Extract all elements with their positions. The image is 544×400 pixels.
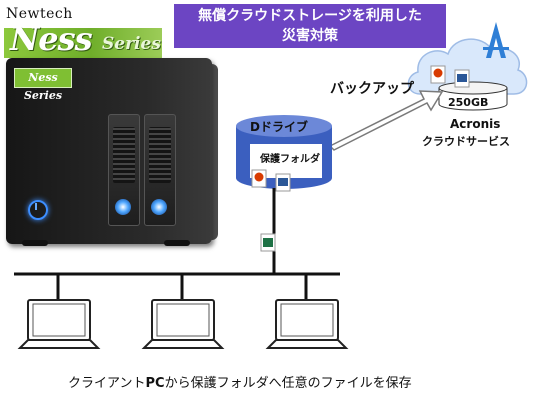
nas-badge: Ness Series: [14, 68, 72, 102]
cloud-powerpoint-file-icon: [430, 65, 446, 84]
title-line-2: 災害対策: [282, 28, 338, 44]
client-laptop-3: [265, 299, 349, 349]
nas-foot: [164, 240, 190, 246]
cloud-capacity-label: 250GB: [448, 96, 489, 109]
nas-front-panel: Ness Series: [6, 58, 212, 244]
acronis-logo-icon: [483, 22, 509, 58]
caption-rest: から保護フォルダへ任意のファイルを保存: [164, 376, 412, 391]
backup-label: バックアップ: [330, 81, 414, 97]
caption-pc: PC: [145, 376, 165, 391]
cloud-service-label: クラウドサービス: [422, 135, 510, 148]
newtech-ness-series-logo: Newtech Ness Series: [4, 6, 164, 58]
title-line-1: 無償クラウドストレージを利用した: [198, 8, 422, 24]
cloud-word-file-icon: [454, 69, 470, 88]
nas-foot: [22, 240, 48, 246]
logo-newtech-text: Newtech: [6, 6, 73, 22]
drive-bay-grill: [113, 127, 135, 183]
drive-bay-led: [151, 199, 167, 215]
caption-prefix: クライアント: [68, 376, 146, 391]
logo-green-band: [4, 28, 162, 58]
nas-device: Ness Series: [4, 54, 226, 254]
logo-ness-text: Ness: [10, 20, 93, 58]
client-laptop-2: [141, 299, 225, 349]
drive-bay-grill: [149, 127, 171, 183]
drive-bay-led: [115, 199, 131, 215]
drive-bay-2: [144, 114, 176, 226]
acronis-label: Acronis: [450, 117, 501, 131]
backup-arrow: [328, 90, 444, 151]
drive-bay-1: [108, 114, 140, 226]
power-button-icon: [28, 200, 48, 220]
client-laptop-1: [17, 299, 101, 349]
excel-file-icon: [260, 233, 276, 252]
drive-label: Dドライブ: [250, 120, 308, 134]
protected-folder-label: 保護フォルダ: [260, 154, 320, 165]
title-banner: 無償クラウドストレージを利用した 災害対策: [174, 4, 446, 48]
network-lines: [14, 188, 340, 300]
cloud-storage-disk-icon: [438, 81, 508, 111]
caption: クライアントPCから保護フォルダへ任意のファイルを保存: [68, 372, 412, 391]
logo-series-text: Series: [102, 34, 161, 54]
drive-word-file-icon: [275, 173, 291, 192]
drive-powerpoint-file-icon: [251, 169, 267, 188]
power-mark: [35, 203, 37, 210]
